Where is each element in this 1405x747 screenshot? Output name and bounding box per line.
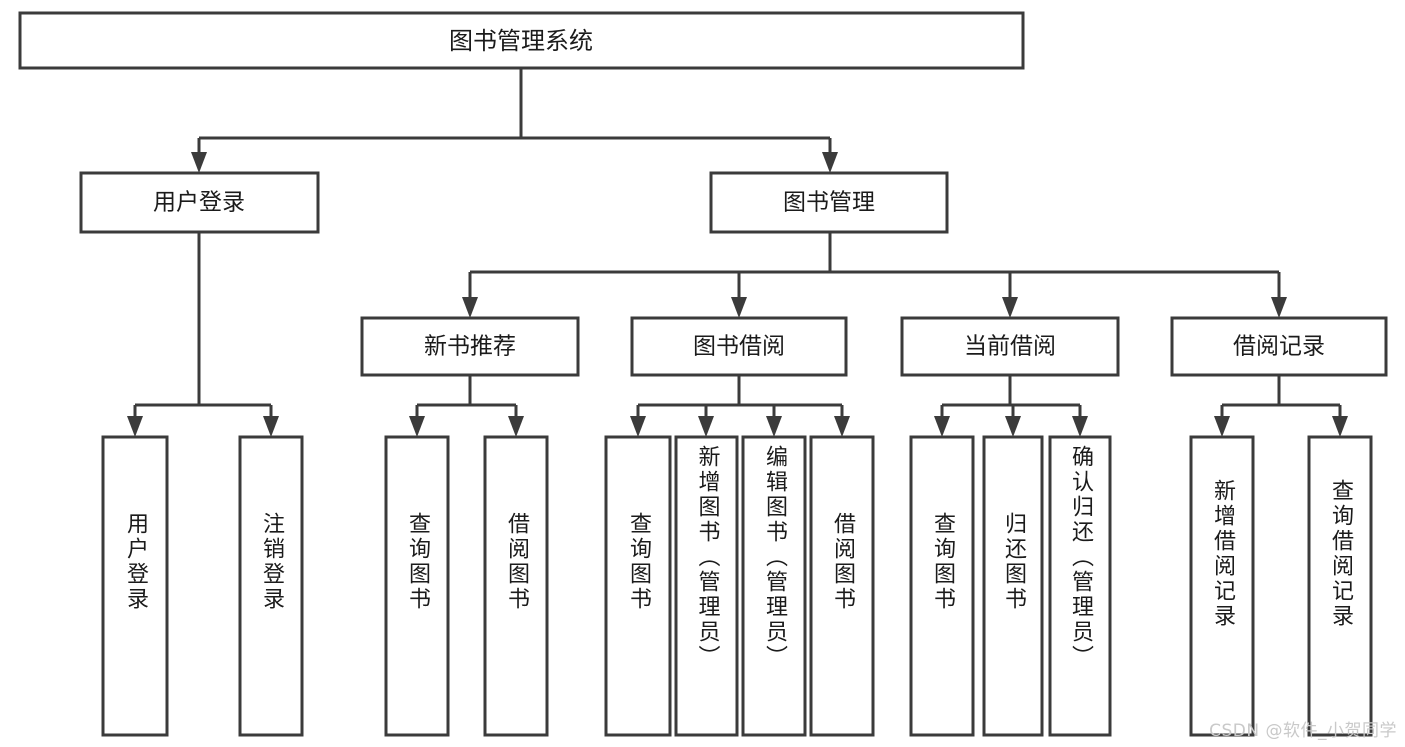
node-new-book-recommend[interactable]: 新书推荐 bbox=[360, 316, 580, 377]
node-borrow-record-label: 借阅记录 bbox=[1233, 334, 1325, 360]
node-book-borrow[interactable]: 图书借阅 bbox=[630, 316, 848, 377]
arrowhead-leaf-edit-book bbox=[766, 416, 782, 437]
node-root-label: 图书管理系统 bbox=[449, 27, 593, 55]
node-new-book-recommend-box bbox=[360, 316, 580, 377]
arrowhead-leaf-borrow-book-new bbox=[508, 416, 524, 437]
node-user-login-label: 用户登录 bbox=[153, 190, 245, 216]
arrowhead-leaf-query-book-borrow bbox=[630, 416, 646, 437]
arrowhead-book-manage bbox=[822, 152, 838, 173]
node-book-manage-label: 图书管理 bbox=[783, 190, 875, 216]
leaf-box-borrow-book-new[interactable] bbox=[483, 435, 549, 737]
leaf-box-borrow-book[interactable] bbox=[809, 435, 875, 737]
leaf-box-logout-login[interactable] bbox=[238, 435, 304, 737]
arrowhead-new-book bbox=[462, 297, 478, 318]
node-user-login-box bbox=[79, 171, 320, 234]
leaf-box-query-book-new[interactable] bbox=[384, 435, 450, 737]
node-book-borrow-label: 图书借阅 bbox=[693, 334, 785, 360]
arrowhead-leaf-add-borrow-record bbox=[1214, 416, 1230, 437]
node-root-box bbox=[18, 11, 1025, 70]
arrowhead-borrow-record bbox=[1271, 297, 1287, 318]
leaf-box-confirm-return[interactable] bbox=[1048, 435, 1112, 737]
arrowhead-leaf-borrow-book bbox=[834, 416, 850, 437]
leaf-box-edit-book[interactable] bbox=[741, 435, 807, 737]
arrowhead-leaf-return-book bbox=[1005, 416, 1021, 437]
leaf-box-add-book[interactable] bbox=[674, 435, 739, 737]
leaf-box-add-borrow-record[interactable] bbox=[1189, 435, 1255, 737]
node-new-book-recommend-label: 新书推荐 bbox=[424, 334, 516, 360]
node-root[interactable]: 图书管理系统 bbox=[18, 11, 1025, 70]
leaf-box-user-login[interactable] bbox=[101, 435, 169, 737]
node-current-borrow[interactable]: 当前借阅 bbox=[900, 316, 1120, 377]
leaf-box-query-borrow-record[interactable] bbox=[1307, 435, 1373, 737]
arrowhead-leaf-logout-login bbox=[263, 416, 279, 437]
leaf-box-query-book-current[interactable] bbox=[909, 435, 975, 737]
leaf-box-query-book-borrow[interactable] bbox=[604, 435, 672, 737]
node-book-manage[interactable]: 图书管理 bbox=[709, 171, 949, 234]
arrowhead-leaf-add-book bbox=[698, 416, 714, 437]
node-current-borrow-box bbox=[900, 316, 1120, 377]
arrowhead-book-borrow bbox=[731, 297, 747, 318]
leaf-box-return-book[interactable] bbox=[982, 435, 1044, 737]
node-book-manage-box bbox=[709, 171, 949, 234]
arrowhead-leaf-query-book-new bbox=[409, 416, 425, 437]
node-borrow-record-box bbox=[1170, 316, 1388, 377]
arrowhead-leaf-confirm-return bbox=[1072, 416, 1088, 437]
arrowhead-leaf-user-login bbox=[127, 416, 143, 437]
connector-layer bbox=[127, 68, 1348, 437]
leaf-box-layer bbox=[101, 435, 1373, 737]
arrowhead-leaf-query-book-current bbox=[934, 416, 950, 437]
node-current-borrow-label: 当前借阅 bbox=[964, 334, 1056, 360]
arrowhead-user-login bbox=[191, 152, 207, 173]
arrowhead-leaf-query-borrow-record bbox=[1332, 416, 1348, 437]
node-book-borrow-box bbox=[630, 316, 848, 377]
node-borrow-record[interactable]: 借阅记录 bbox=[1170, 316, 1388, 377]
node-user-login[interactable]: 用户登录 bbox=[79, 171, 320, 234]
watermark: CSDN @软件_小贺同学 bbox=[1209, 721, 1397, 741]
arrowhead-current-borrow bbox=[1002, 297, 1018, 318]
